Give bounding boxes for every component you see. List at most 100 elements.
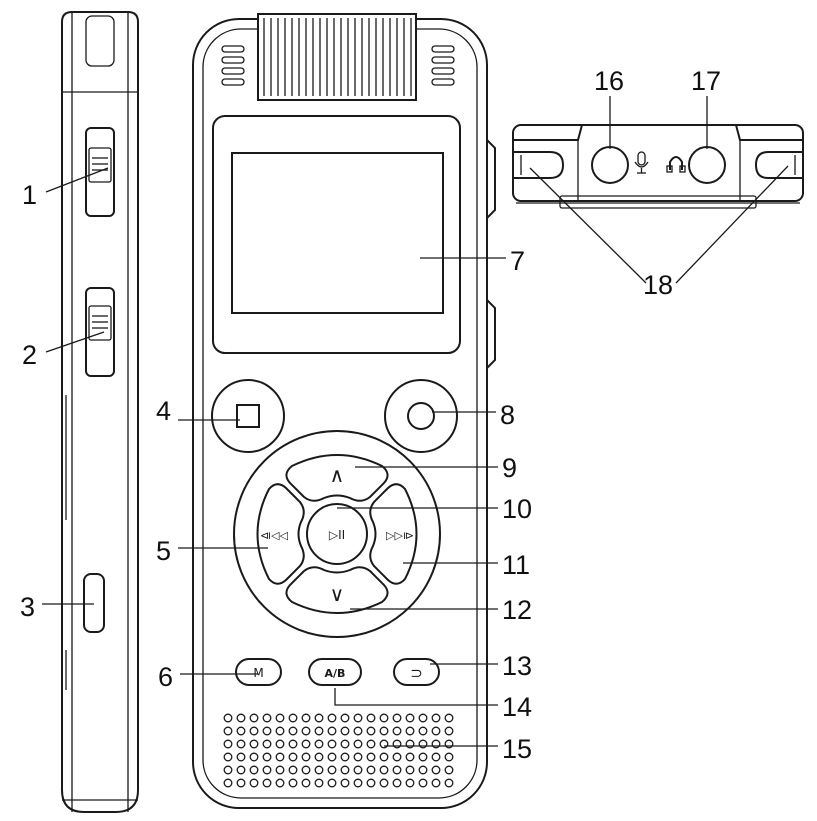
speaker-hole [340,739,350,749]
speaker-hole [366,752,376,762]
speaker-hole [301,726,311,736]
previous-button[interactable]: ⧏◁◁ [256,483,305,585]
side-mic-cap [85,15,115,67]
speaker-hole [353,752,363,762]
callout-12: 12 [502,595,532,625]
left-lanyard-hole [513,151,565,179]
speaker-hole [405,752,415,762]
front-view: ∧ ∨ ⧏◁◁ ▷▷⧐ ▷II M A/B ⊃ [192,13,496,809]
speaker-hole [392,726,402,736]
speaker-grille [223,713,454,788]
speaker-hole [288,739,298,749]
back-button[interactable]: ⊃ [393,658,440,686]
speaker-hole [340,765,350,775]
speaker-hole [262,752,272,762]
speaker-hole [236,726,246,736]
speaker-hole [353,713,363,723]
speaker-hole [223,752,233,762]
volume-up-button[interactable]: ∧ [285,454,389,502]
speaker-hole [301,739,311,749]
speaker-hole [431,765,441,775]
callout-3: 3 [20,592,35,622]
speaker-hole [301,713,311,723]
speaker-hole [392,765,402,775]
speaker-hole [327,778,337,788]
callout-7: 7 [510,246,525,276]
speaker-hole [340,726,350,736]
speaker-hole [444,765,454,775]
ab-repeat-button[interactable]: A/B [308,658,362,686]
volume-down-label: ∨ [330,582,345,606]
next-label: ▷▷⧐ [386,529,414,542]
mic-jack[interactable] [591,146,629,184]
callout-5: 5 [156,536,171,566]
speaker-hole [392,752,402,762]
speaker-hole [379,752,389,762]
play-pause-button[interactable]: ▷II [306,503,368,565]
speaker-hole [223,739,233,749]
speaker-hole [236,739,246,749]
callout-15: 15 [502,734,532,764]
speaker-hole [223,713,233,723]
speaker-hole [288,726,298,736]
usb-port[interactable] [83,573,105,633]
display-bezel [212,115,461,354]
power-switch[interactable] [85,127,115,217]
top-microphone-grille [257,13,417,101]
record-button[interactable] [384,379,458,453]
callout-11: 11 [502,550,530,580]
speaker-hole [444,778,454,788]
speaker-hole [340,752,350,762]
next-button[interactable]: ▷▷⧐ [369,483,418,585]
speaker-hole [392,778,402,788]
callout-9: 9 [502,453,517,483]
front-body-inner [202,28,478,799]
speaker-hole [431,726,441,736]
ab-repeat-label: A/B [325,667,346,680]
speaker-hole [405,765,415,775]
speaker-hole [392,713,402,723]
speaker-hole [314,713,324,723]
callout-numbers: 1 2 3 4 5 6 7 8 9 10 11 12 13 14 15 16 1… [20,66,721,764]
speaker-hole [249,778,259,788]
display-screen [231,152,444,314]
callout-8: 8 [500,400,515,430]
speaker-hole [418,726,428,736]
headphone-icon [666,156,686,173]
speaker-hole [418,739,428,749]
speaker-hole [262,778,272,788]
headphone-jack[interactable] [688,146,726,184]
callout-18: 18 [643,270,673,300]
menu-button[interactable]: M [235,658,282,686]
callout-4: 4 [156,396,171,426]
speaker-hole [288,713,298,723]
navigation-ring [233,430,441,638]
speaker-hole [275,726,285,736]
speaker-hole [314,752,324,762]
speaker-hole [223,765,233,775]
stop-button[interactable] [211,379,285,453]
speaker-hole [288,752,298,762]
speaker-hole [327,765,337,775]
volume-down-button[interactable]: ∨ [285,566,389,614]
speaker-hole [249,752,259,762]
callout-17: 17 [691,66,721,96]
side-view [61,11,139,813]
speaker-hole [353,778,363,788]
speaker-hole [379,778,389,788]
speaker-hole [288,778,298,788]
speaker-hole [301,765,311,775]
callout-14: 14 [502,692,532,722]
callout-1: 1 [22,180,37,210]
speaker-hole [444,752,454,762]
speaker-hole [379,713,389,723]
speaker-hole [327,739,337,749]
previous-label: ⧏◁◁ [260,529,288,542]
speaker-hole [418,713,428,723]
hold-switch[interactable] [85,287,115,377]
speaker-hole [236,765,246,775]
speaker-hole [249,726,259,736]
speaker-hole [301,752,311,762]
speaker-hole [314,726,324,736]
